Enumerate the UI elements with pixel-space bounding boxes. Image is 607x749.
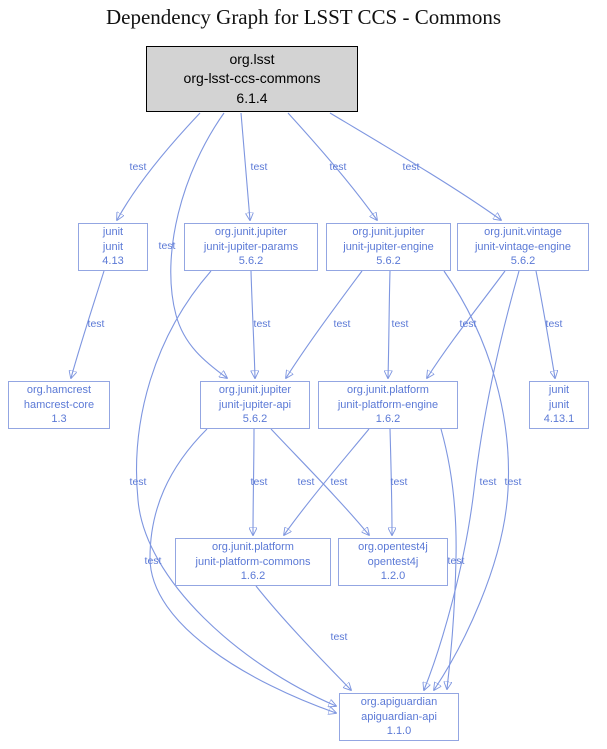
edge-root-vintage-engine bbox=[329, 112, 501, 220]
node-group: org.junit.platform bbox=[347, 383, 429, 396]
edge-root-jupiter-engine bbox=[287, 112, 377, 220]
node-group: org.junit.platform bbox=[212, 540, 294, 553]
edge-label: test bbox=[253, 318, 271, 330]
edge-label: test bbox=[447, 555, 465, 567]
node-artifact: apiguardian-api bbox=[361, 710, 437, 723]
node-version: 5.6.2 bbox=[376, 255, 401, 268]
node-version: 4.13 bbox=[102, 255, 124, 268]
node-junit-4-13-1: junit junit 4.13.1 bbox=[529, 381, 589, 429]
node-version: 5.6.2 bbox=[242, 413, 268, 426]
edge-label: test bbox=[87, 318, 105, 330]
edge-label: test bbox=[390, 476, 408, 488]
edge-label: test bbox=[329, 161, 347, 173]
node-group: org.junit.jupiter bbox=[218, 383, 292, 396]
node-junit-jupiter-engine: org.junit.jupiter junit-jupiter-engine 5… bbox=[326, 223, 451, 271]
edge-platengine-platcommons bbox=[284, 428, 370, 535]
edge-label: test bbox=[391, 318, 409, 330]
node-version: 5.6.2 bbox=[238, 255, 264, 268]
node-artifact: junit-jupiter-engine bbox=[343, 240, 434, 253]
node-version: 5.6.2 bbox=[510, 255, 536, 268]
edge-vintage-apiguardian bbox=[424, 270, 520, 690]
node-group: org.lsst bbox=[229, 50, 275, 67]
node-junit-4-13: junit junit 4.13 bbox=[78, 223, 148, 271]
edge-label: test bbox=[504, 476, 522, 488]
node-version: 6.1.4 bbox=[236, 89, 268, 106]
edge-vintage-junit4131 bbox=[535, 270, 555, 378]
node-junit-platform-engine: org.junit.platform junit-platform-engine… bbox=[318, 381, 458, 429]
edge-platengine-opentest4j bbox=[390, 428, 392, 535]
node-group: org.hamcrest bbox=[26, 383, 92, 396]
node-artifact: junit-vintage-engine bbox=[474, 240, 571, 253]
edge-vintage-platengine bbox=[427, 270, 506, 378]
node-opentest4j: org.opentest4j opentest4j 1.2.0 bbox=[338, 538, 448, 586]
node-group: org.junit.jupiter bbox=[352, 225, 425, 238]
edge-params-apiguardian bbox=[135, 270, 336, 706]
edge-jupengine-jupiter-api bbox=[286, 270, 363, 378]
edge-platcommons-apiguardian bbox=[255, 585, 351, 690]
node-artifact: opentest4j bbox=[367, 555, 419, 568]
node-hamcrest-core: org.hamcrest hamcrest-core 1.3 bbox=[8, 381, 110, 429]
edge-junit413-hamcrest bbox=[71, 270, 105, 378]
node-artifact: junit bbox=[548, 398, 570, 411]
edge-label: test bbox=[129, 476, 147, 488]
edge-label: test bbox=[330, 631, 348, 643]
node-artifact: junit-jupiter-params bbox=[203, 240, 299, 253]
node-org-lsst-ccs-commons: org.lsst org-lsst-ccs-commons 6.1.4 bbox=[146, 46, 358, 112]
node-artifact: junit-platform-commons bbox=[195, 555, 311, 568]
edge-label: test bbox=[250, 161, 268, 173]
edge-label: test bbox=[545, 318, 563, 330]
node-apiguardian-api: org.apiguardian apiguardian-api 1.1.0 bbox=[339, 693, 459, 741]
node-version: 4.13.1 bbox=[543, 413, 575, 426]
node-version: 1.6.2 bbox=[240, 570, 266, 583]
node-junit-jupiter-params: org.junit.jupiter junit-jupiter-params 5… bbox=[184, 223, 318, 271]
node-group: junit bbox=[102, 225, 124, 238]
node-artifact: junit bbox=[102, 240, 124, 253]
edge-jupengine-apiguardian bbox=[434, 270, 510, 690]
node-group: org.junit.vintage bbox=[484, 225, 562, 238]
node-version: 1.6.2 bbox=[375, 413, 401, 426]
edge-label: test bbox=[402, 161, 420, 173]
edge-api-platcommons bbox=[253, 428, 254, 535]
edge-label: test bbox=[158, 240, 176, 252]
node-junit-platform-commons: org.junit.platform junit-platform-common… bbox=[175, 538, 331, 586]
edge-label: test bbox=[144, 555, 162, 567]
node-version: 1.2.0 bbox=[380, 570, 406, 583]
node-version: 1.1.0 bbox=[386, 725, 412, 738]
node-junit-jupiter-api: org.junit.jupiter junit-jupiter-api 5.6.… bbox=[200, 381, 310, 429]
edge-label: test bbox=[250, 476, 268, 488]
edge-params-jupiter-api bbox=[250, 270, 255, 378]
edge-api-opentest4j bbox=[270, 428, 369, 535]
edge-root-jupiter-params bbox=[240, 112, 250, 220]
edge-api-apiguardian bbox=[149, 428, 336, 713]
node-version: 1.3 bbox=[51, 413, 67, 426]
node-group: org.junit.jupiter bbox=[214, 225, 288, 238]
node-artifact: junit-platform-engine bbox=[337, 398, 439, 411]
node-artifact: junit-jupiter-api bbox=[218, 398, 292, 411]
edge-platengine-apiguardian bbox=[440, 428, 457, 689]
node-artifact: hamcrest-core bbox=[23, 398, 95, 411]
edge-label: test bbox=[459, 318, 477, 330]
node-group: junit bbox=[548, 383, 570, 396]
edge-label: test bbox=[297, 476, 315, 488]
node-junit-vintage-engine: org.junit.vintage junit-vintage-engine 5… bbox=[457, 223, 589, 271]
edge-root-jupiter-api bbox=[170, 112, 227, 378]
node-artifact: org-lsst-ccs-commons bbox=[183, 70, 321, 87]
edge-label: test bbox=[129, 161, 147, 173]
node-group: org.opentest4j bbox=[358, 540, 428, 553]
edge-jupengine-platengine bbox=[388, 270, 390, 378]
edge-label: test bbox=[330, 476, 348, 488]
node-group: org.apiguardian bbox=[360, 695, 438, 708]
edge-root-junit413 bbox=[117, 112, 201, 220]
graph-title: Dependency Graph for LSST CCS - Commons bbox=[105, 5, 502, 29]
edge-label: test bbox=[479, 476, 497, 488]
edge-label: test bbox=[333, 318, 351, 330]
